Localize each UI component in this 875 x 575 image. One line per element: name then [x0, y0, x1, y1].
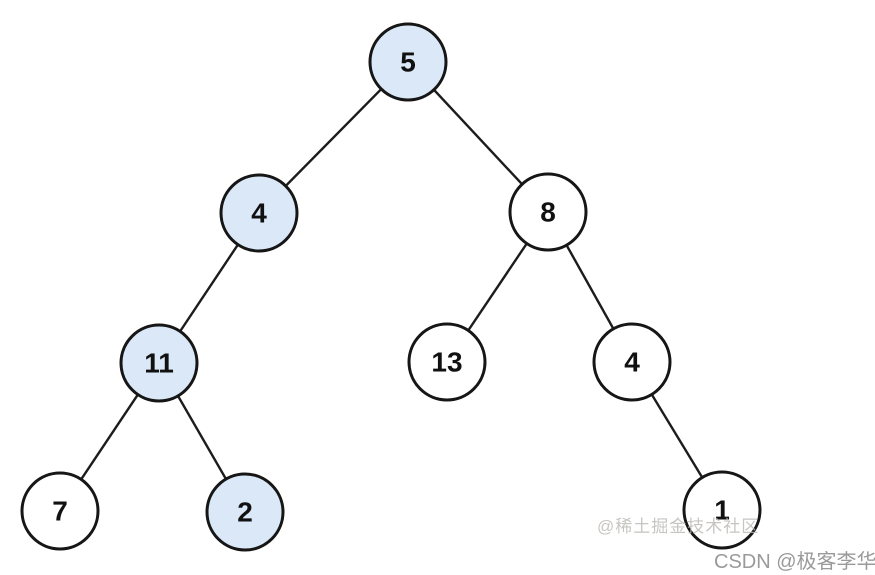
tree-node-value: 11 — [144, 348, 174, 379]
tree-node-value: 13 — [431, 347, 462, 378]
tree-node-value: 7 — [52, 496, 68, 527]
tree-node-value: 1 — [714, 495, 730, 526]
tree-node-4-rr: 4 — [592, 322, 672, 402]
tree-node-13-rl: 13 — [407, 322, 487, 402]
tree-node-value: 8 — [540, 197, 556, 228]
tree-node-value: 2 — [237, 497, 253, 528]
tree-node-value: 4 — [251, 198, 267, 229]
tree-node-circle — [368, 22, 448, 102]
tree-node-1-rrr: 1 — [682, 470, 762, 550]
tree-node-circle — [592, 322, 672, 402]
tree-node-circle — [407, 322, 487, 402]
tree-node-value: 4 — [624, 347, 640, 378]
tree-node-value: 5 — [400, 47, 416, 78]
tree-node-circle — [205, 472, 285, 552]
tree-node-4-l: 4 — [219, 173, 299, 253]
tree-node-5-root: 5 — [368, 22, 448, 102]
tree-node-circle — [119, 323, 199, 403]
tree-node-circle — [508, 172, 588, 252]
tree-node-2-llr: 2 — [205, 472, 285, 552]
tree-node-11-ll: 11 — [119, 323, 199, 403]
tree-node-circle — [682, 470, 762, 550]
tree-node-7-lll: 7 — [20, 471, 100, 551]
tree-node-circle — [20, 471, 100, 551]
tree-node-8-r: 8 — [508, 172, 588, 252]
tree-node-circle — [219, 173, 299, 253]
